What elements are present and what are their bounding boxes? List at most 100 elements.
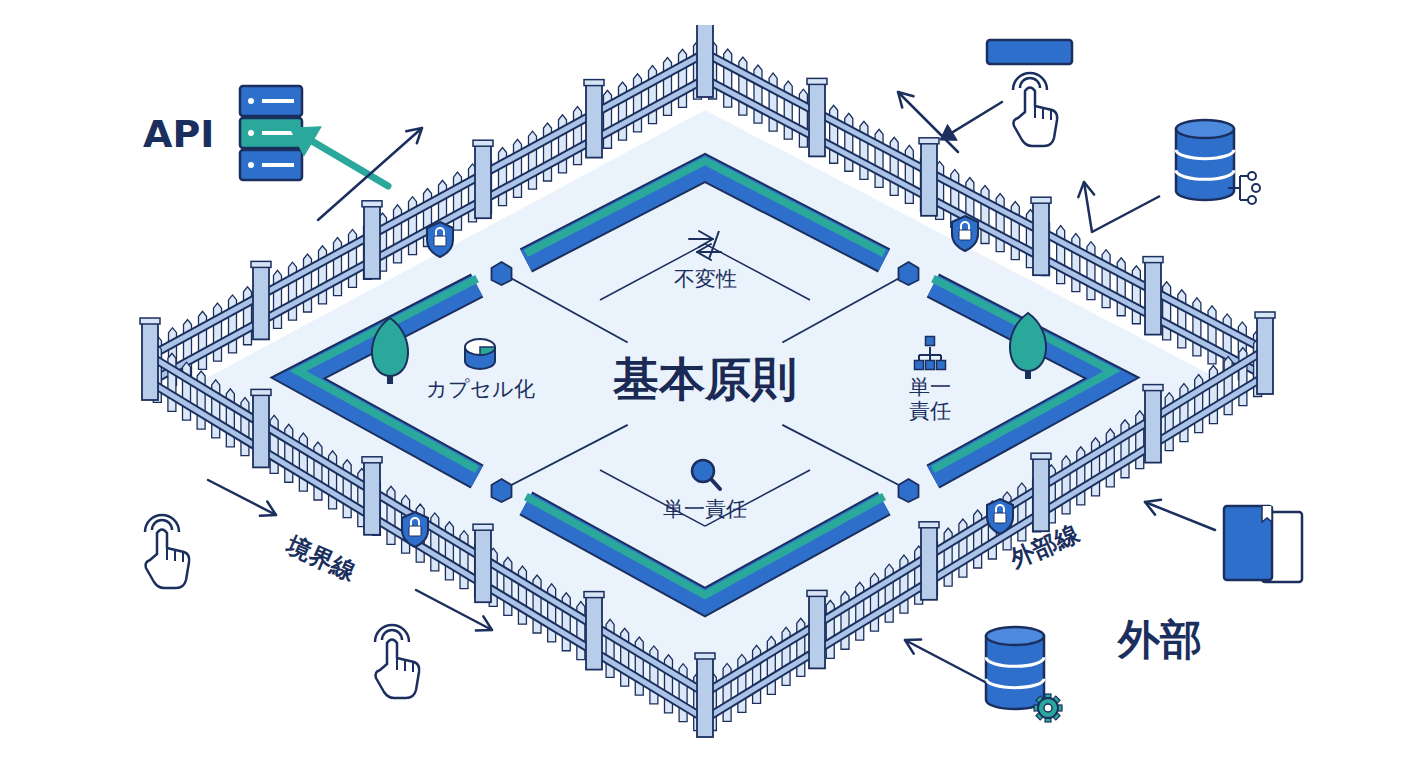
fence-picket bbox=[635, 637, 643, 695]
decoration-shape bbox=[1262, 506, 1272, 522]
fence-picket bbox=[1106, 429, 1114, 487]
fence-post-cap bbox=[807, 590, 827, 596]
fence-post bbox=[364, 461, 380, 535]
arrow-line bbox=[898, 92, 958, 152]
decoration-shape bbox=[427, 222, 453, 257]
fence-picket bbox=[1180, 384, 1188, 442]
fence-picket bbox=[845, 113, 853, 171]
arrow-head bbox=[898, 92, 914, 108]
fence-post-cap bbox=[1143, 385, 1163, 391]
fence-rail bbox=[705, 376, 1265, 719]
fence-picket bbox=[499, 148, 507, 206]
principle-label: カプセル化 bbox=[400, 375, 560, 401]
decoration-shape bbox=[1252, 184, 1260, 192]
fence-rail bbox=[150, 382, 705, 719]
fence-picket bbox=[329, 451, 337, 509]
fence-picket bbox=[270, 415, 278, 473]
slash-mark bbox=[709, 231, 719, 259]
inner-wall-top bbox=[526, 161, 884, 253]
fence-post bbox=[1257, 316, 1273, 394]
fence-picket bbox=[1195, 375, 1203, 433]
principle-node: 単一 責任 bbox=[892, 333, 968, 457]
decoration-shape bbox=[986, 657, 1044, 666]
fence-rail bbox=[705, 79, 1265, 376]
fence-picket bbox=[1011, 202, 1019, 260]
free-label: 外部 bbox=[1118, 612, 1202, 668]
fence-picket bbox=[299, 433, 307, 491]
fence-picket bbox=[183, 362, 191, 420]
fence-picket bbox=[212, 380, 220, 438]
fence-post-cap bbox=[1255, 312, 1275, 318]
fence-picket bbox=[349, 229, 357, 287]
arrow-line bbox=[950, 102, 1002, 134]
decoration-shape bbox=[1044, 704, 1052, 712]
fence-picket bbox=[1132, 266, 1140, 324]
arrow-line bbox=[208, 480, 276, 515]
org-box bbox=[926, 337, 935, 346]
fence-picket bbox=[1057, 226, 1065, 284]
fence-picket bbox=[723, 663, 731, 721]
fence-post-cap bbox=[1143, 257, 1163, 263]
decoration-shape bbox=[397, 658, 413, 672]
principle-node: カプセル化 bbox=[400, 335, 560, 431]
fence-post-cap bbox=[695, 653, 715, 659]
fence-picket bbox=[1117, 258, 1125, 316]
fence-rail bbox=[705, 79, 1265, 376]
fence-rail bbox=[150, 382, 705, 719]
fence-picket bbox=[974, 510, 982, 568]
inner-wall bbox=[933, 286, 1112, 477]
divider-line bbox=[502, 425, 628, 490]
arrow-line bbox=[697, 251, 721, 253]
decoration-shape bbox=[986, 636, 1044, 709]
fence-picket bbox=[679, 664, 687, 722]
fence-picket bbox=[905, 145, 913, 203]
decoration-shape bbox=[986, 627, 1044, 645]
cube-block bbox=[492, 262, 512, 285]
divider-line bbox=[782, 273, 908, 342]
fence-picket bbox=[619, 82, 627, 140]
decoration-shape bbox=[465, 339, 495, 369]
fence-picket bbox=[606, 619, 614, 677]
fence-picket bbox=[944, 528, 952, 586]
database-icon bbox=[986, 627, 1044, 709]
fence-picket bbox=[1224, 357, 1232, 415]
fence-post-cap bbox=[919, 522, 939, 528]
tree-crown bbox=[372, 318, 408, 376]
fence-picket bbox=[577, 602, 585, 660]
fence-picket bbox=[274, 270, 282, 328]
decoration-shape bbox=[1176, 150, 1234, 159]
decoration-shape bbox=[402, 512, 428, 547]
pointer-hand-icon bbox=[375, 625, 419, 698]
fence-picket bbox=[724, 49, 732, 107]
fence-picket bbox=[841, 591, 849, 649]
lock-shield bbox=[427, 222, 453, 257]
fence-post bbox=[475, 144, 491, 218]
decoration-shape bbox=[262, 163, 294, 167]
fence-picket bbox=[604, 90, 612, 148]
arrow-line bbox=[308, 139, 388, 186]
decoration-shape bbox=[1248, 172, 1256, 180]
pie-slice bbox=[480, 347, 495, 355]
fence-picket bbox=[860, 121, 868, 179]
decoration-shape bbox=[146, 530, 190, 589]
fence-picket bbox=[1136, 411, 1144, 469]
fence-post bbox=[1033, 457, 1049, 531]
fence-picket bbox=[634, 74, 642, 132]
fence-picket bbox=[1208, 306, 1216, 364]
arrow-head bbox=[260, 501, 276, 515]
decoration-shape bbox=[1176, 129, 1234, 200]
arrow-line bbox=[689, 238, 713, 240]
arrow-line bbox=[318, 128, 422, 220]
decoration-shape bbox=[996, 505, 1004, 513]
inner-wall bbox=[933, 286, 1112, 477]
fence-picket bbox=[1121, 420, 1129, 478]
lock-shield bbox=[987, 499, 1013, 534]
inner-wall bbox=[526, 168, 884, 260]
decoration-shape bbox=[167, 548, 183, 562]
fence-picket bbox=[454, 172, 462, 230]
fence-picket bbox=[856, 582, 864, 640]
fence-picket bbox=[738, 654, 746, 712]
fence-post bbox=[809, 82, 825, 156]
arrow-head bbox=[940, 125, 957, 141]
decoration-shape bbox=[140, 25, 1275, 737]
